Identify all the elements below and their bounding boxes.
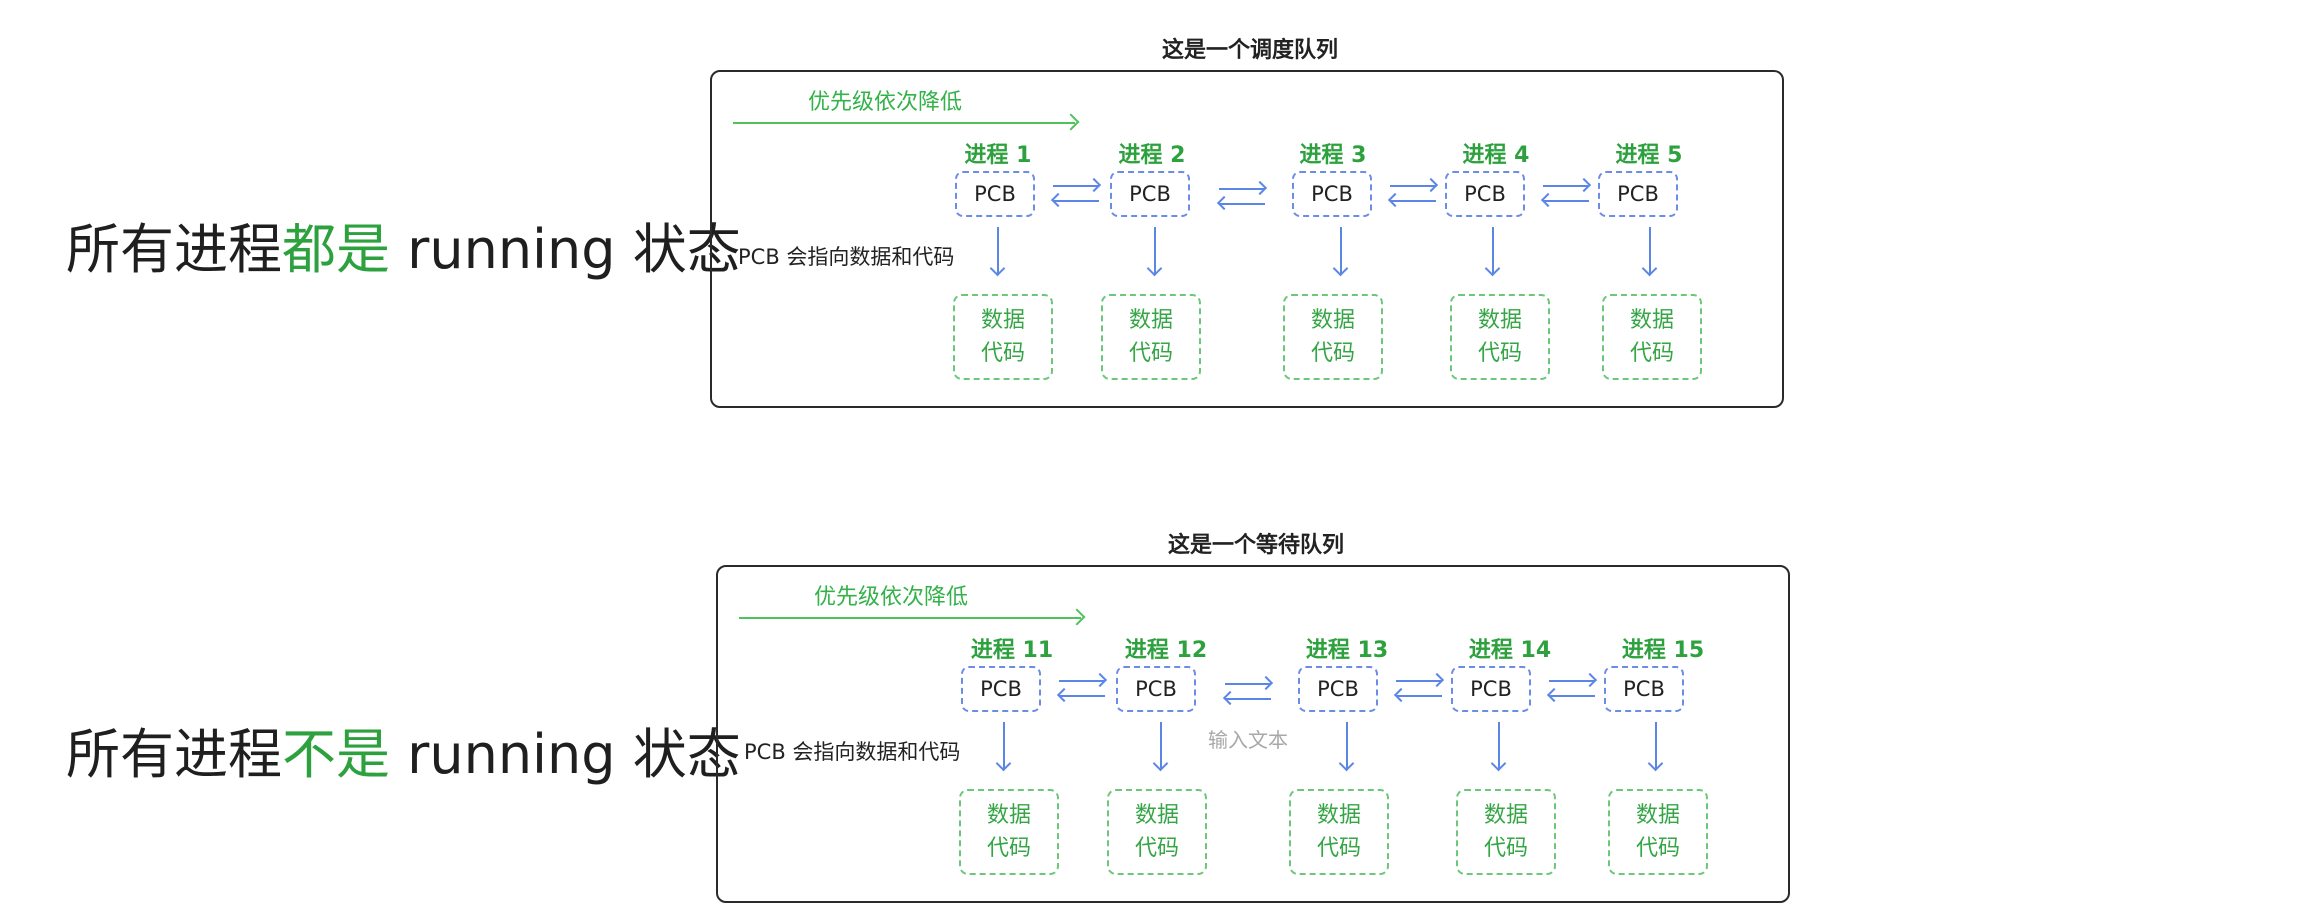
pcb-note: PCB 会指向数据和代码	[744, 740, 961, 764]
process-label: 进程 4	[1462, 143, 1530, 168]
text-input-placeholder[interactable]: 输入文本	[1208, 728, 1288, 752]
pcb-box: PCB	[1604, 666, 1684, 712]
data-text: 数据	[986, 803, 1031, 828]
code-text: 代码	[1635, 836, 1680, 861]
down-arrow	[1340, 227, 1342, 275]
code-text: 代码	[1128, 341, 1173, 366]
queue-frame	[716, 565, 1790, 903]
pcb-box: PCB	[1116, 666, 1196, 712]
data-code-box: 数据代码	[1602, 294, 1702, 380]
priority-label: 优先级依次降低	[808, 90, 963, 115]
bidirectional-arrow	[1225, 676, 1271, 706]
bidirectional-arrow	[1543, 178, 1589, 208]
code-text: 代码	[986, 836, 1031, 861]
code-text: 代码	[980, 341, 1025, 366]
pcb-note: PCB 会指向数据和代码	[738, 245, 955, 269]
bidirectional-arrow	[1053, 178, 1099, 208]
data-text: 数据	[1483, 803, 1528, 828]
pcb-box: PCB	[1298, 666, 1378, 712]
code-text: 代码	[1310, 341, 1355, 366]
process-label: 进程 12	[1124, 638, 1208, 663]
data-code-box: 数据代码	[1608, 789, 1708, 875]
code-text: 代码	[1629, 341, 1674, 366]
data-text: 数据	[1629, 308, 1674, 333]
pcb-box: PCB	[1445, 171, 1525, 217]
process-label: 进程 15	[1621, 638, 1705, 663]
code-text: 代码	[1477, 341, 1522, 366]
pcb-box: PCB	[1451, 666, 1531, 712]
process-label: 进程 5	[1615, 143, 1683, 168]
priority-arrow	[733, 122, 1075, 124]
queue-title: 这是一个调度队列	[1161, 38, 1338, 63]
queue-title: 这是一个等待队列	[1167, 533, 1344, 558]
pcb-box: PCB	[961, 666, 1041, 712]
process-label: 进程 2	[1118, 143, 1186, 168]
process-label: 进程 13	[1305, 638, 1389, 663]
data-text: 数据	[980, 308, 1025, 333]
caption-text: 所有进程	[66, 723, 282, 786]
down-arrow	[1649, 227, 1651, 275]
data-code-box: 数据代码	[953, 294, 1053, 380]
down-arrow	[1154, 227, 1156, 275]
data-text: 数据	[1134, 803, 1179, 828]
data-text: 数据	[1316, 803, 1361, 828]
data-code-box: 数据代码	[1450, 294, 1550, 380]
data-code-box: 数据代码	[959, 789, 1059, 875]
pcb-box: PCB	[1110, 171, 1190, 217]
data-code-box: 数据代码	[1456, 789, 1556, 875]
priority-arrow	[739, 617, 1081, 619]
row1-caption: 所有进程都是 running 状态	[66, 205, 741, 284]
pcb-box: PCB	[955, 171, 1035, 217]
bidirectional-arrow	[1549, 673, 1595, 703]
down-arrow	[1655, 722, 1657, 770]
data-code-box: 数据代码	[1283, 294, 1383, 380]
data-text: 数据	[1635, 803, 1680, 828]
caption-highlight: 都是	[282, 218, 390, 281]
code-text: 代码	[1316, 836, 1361, 861]
caption-text: 所有进程	[66, 218, 282, 281]
data-text: 数据	[1310, 308, 1355, 333]
caption-text: running 状态	[390, 218, 741, 281]
row2-caption: 所有进程不是 running 状态	[66, 710, 741, 789]
data-code-box: 数据代码	[1107, 789, 1207, 875]
data-code-box: 数据代码	[1289, 789, 1389, 875]
pcb-box: PCB	[1292, 171, 1372, 217]
process-label: 进程 3	[1299, 143, 1367, 168]
bidirectional-arrow	[1396, 673, 1442, 703]
process-label: 进程 1	[964, 143, 1032, 168]
data-text: 数据	[1128, 308, 1173, 333]
pcb-box: PCB	[1598, 171, 1678, 217]
caption-highlight: 不是	[282, 723, 390, 786]
process-label: 进程 11	[970, 638, 1054, 663]
down-arrow	[1160, 722, 1162, 770]
bidirectional-arrow	[1390, 178, 1436, 208]
down-arrow	[1492, 227, 1494, 275]
down-arrow	[1346, 722, 1348, 770]
code-text: 代码	[1483, 836, 1528, 861]
bidirectional-arrow	[1059, 673, 1105, 703]
down-arrow	[997, 227, 999, 275]
queue-frame	[710, 70, 1784, 408]
process-label: 进程 14	[1468, 638, 1552, 663]
data-text: 数据	[1477, 308, 1522, 333]
priority-label: 优先级依次降低	[814, 585, 969, 610]
down-arrow	[1003, 722, 1005, 770]
data-code-box: 数据代码	[1101, 294, 1201, 380]
bidirectional-arrow	[1219, 181, 1265, 211]
code-text: 代码	[1134, 836, 1179, 861]
down-arrow	[1498, 722, 1500, 770]
caption-text: running 状态	[390, 723, 741, 786]
